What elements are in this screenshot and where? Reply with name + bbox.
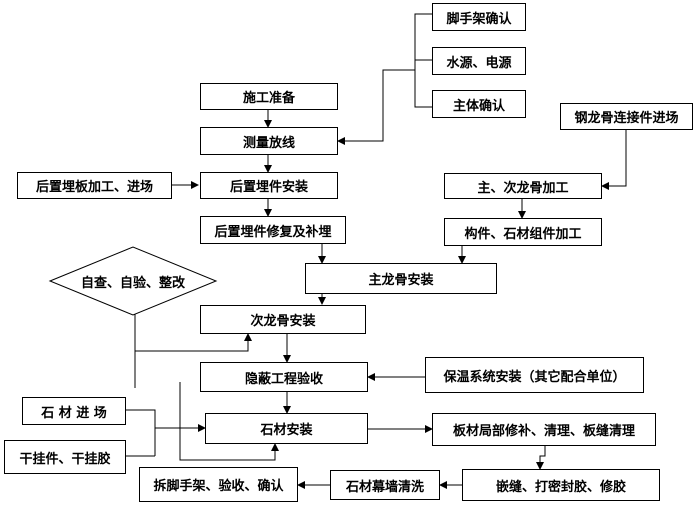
main-body-confirm-node: 主体确认 xyxy=(432,90,526,118)
hidden-works-acceptance-label: 隐蔽工程验收 xyxy=(244,371,323,387)
selfcheck-to-secondary xyxy=(134,300,252,352)
self-check-diamond xyxy=(48,246,218,316)
keel-processing-label: 主、次龙骨加工 xyxy=(477,180,569,196)
stone-install-node: 石材安装 xyxy=(205,413,368,444)
survey-layout-node: 测量放线 xyxy=(200,127,338,155)
joint-sealing-label: 嵌缝、打密封胶、修胶 xyxy=(495,479,626,495)
connectors-to-keel xyxy=(601,130,627,190)
scaffold-removal-node: 拆脚手架、验收、确认 xyxy=(139,467,298,502)
stone-install-label: 石材安装 xyxy=(260,423,313,438)
main-keel-install-node: 主龙骨安装 xyxy=(305,263,497,294)
keel-processing-node: 主、次龙骨加工 xyxy=(444,173,602,199)
insulation-install-label: 保温系统安装（其它配合单位） xyxy=(443,369,626,385)
loop-to-stone xyxy=(179,382,279,461)
water-power-node: 水源、电源 xyxy=(432,47,526,75)
stone-arrival-label: 石 材 进 场 xyxy=(41,405,107,421)
embed-install-node: 后置埋件安装 xyxy=(200,172,338,199)
hidden-works-acceptance-node: 隐蔽工程验收 xyxy=(200,362,368,392)
survey-layout-label: 测量放线 xyxy=(242,135,295,151)
scaffold-removal-label: 拆脚手架、验收、确认 xyxy=(153,479,284,494)
board-repair-label: 板材局部修补、清理、板缝清理 xyxy=(452,424,635,439)
steel-keel-connectors-label: 钢龙骨连接件进场 xyxy=(574,111,679,126)
component-processing-label: 构件、石材组件加工 xyxy=(464,226,582,242)
embed-repair-label: 后置埋件修复及补埋 xyxy=(214,224,332,240)
curtain-wall-cleaning-label: 石材幕墙清洗 xyxy=(345,479,424,495)
embed-plate-processing-node: 后置埋板加工、进场 xyxy=(17,172,172,199)
steel-keel-connectors-node: 钢龙骨连接件进场 xyxy=(560,103,693,130)
water-power-label: 水源、电源 xyxy=(446,55,512,71)
main-body-confirm-label: 主体确认 xyxy=(452,98,505,114)
construction-prep-node: 施工准备 xyxy=(200,83,338,110)
secondary-keel-install-node: 次龙骨安装 xyxy=(200,305,366,334)
arrival-connector xyxy=(126,409,156,456)
scaffold-confirm-node: 脚手架确认 xyxy=(432,3,526,31)
secondary-keel-install-label: 次龙骨安装 xyxy=(250,314,316,329)
dry-hanging-node: 干挂件、干挂胶 xyxy=(4,440,126,474)
insulation-install-node: 保温系统安装（其它配合单位） xyxy=(425,357,644,393)
construction-prep-label: 施工准备 xyxy=(242,91,295,106)
board-repair-node: 板材局部修补、清理、板缝清理 xyxy=(432,413,656,446)
stone-arrival-node: 石 材 进 场 xyxy=(22,397,126,425)
joint-sealing-node: 嵌缝、打密封胶、修胶 xyxy=(462,469,660,501)
embed-install-label: 后置埋件安装 xyxy=(229,180,308,195)
board-to-joint xyxy=(536,446,546,470)
main-keel-install-label: 主龙骨安装 xyxy=(368,273,434,288)
self-check-label-box: 自查、自验、整改 xyxy=(70,271,196,291)
curtain-wall-cleaning-node: 石材幕墙清洗 xyxy=(330,470,440,500)
bracket-to-survey xyxy=(337,69,415,145)
scaffold-confirm-label: 脚手架确认 xyxy=(446,11,512,27)
embed-plate-processing-label: 后置埋板加工、进场 xyxy=(35,180,153,195)
component-processing-node: 构件、石材组件加工 xyxy=(444,218,602,246)
self-check-label: 自查、自验、整改 xyxy=(80,275,185,291)
embed-repair-node: 后置埋件修复及补埋 xyxy=(200,216,346,244)
dry-hanging-label: 干挂件、干挂胶 xyxy=(19,451,111,467)
